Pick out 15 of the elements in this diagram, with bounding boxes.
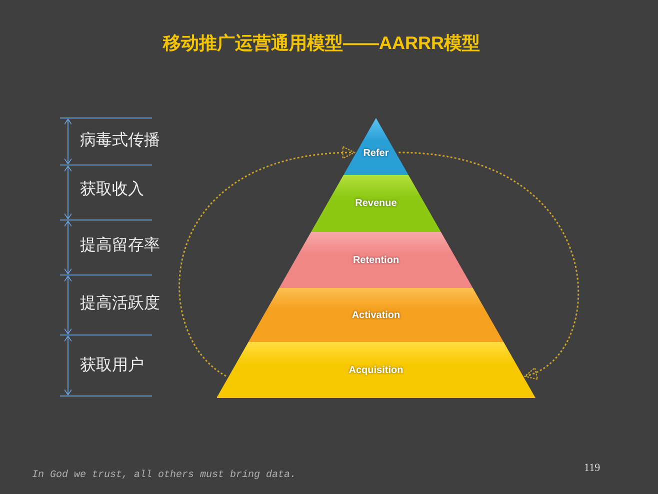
stage-label: 提高留存率 xyxy=(80,236,160,256)
page-number: 119 xyxy=(584,462,600,474)
pyramid-layer: Retention xyxy=(279,232,473,288)
stage-label: 病毒式传播 xyxy=(80,130,160,151)
title: 移动推广运营通用模型——AARRR模型 xyxy=(163,32,480,55)
curved-arrow xyxy=(398,152,579,378)
footer-quote: In God we trust, all others must bring data. xyxy=(32,470,296,481)
pyramid-layer: Activation xyxy=(248,288,504,342)
stage-label: 获取用户 xyxy=(80,356,144,376)
pyramid-layer: Revenue xyxy=(311,175,441,232)
pyramid-layer: Refer xyxy=(344,118,408,175)
stage-label: 提高活跃度 xyxy=(80,294,160,314)
stage-label: 获取收入 xyxy=(80,180,144,200)
curved-arrow xyxy=(179,146,356,377)
pyramid-layer: Acquisition xyxy=(216,342,536,398)
